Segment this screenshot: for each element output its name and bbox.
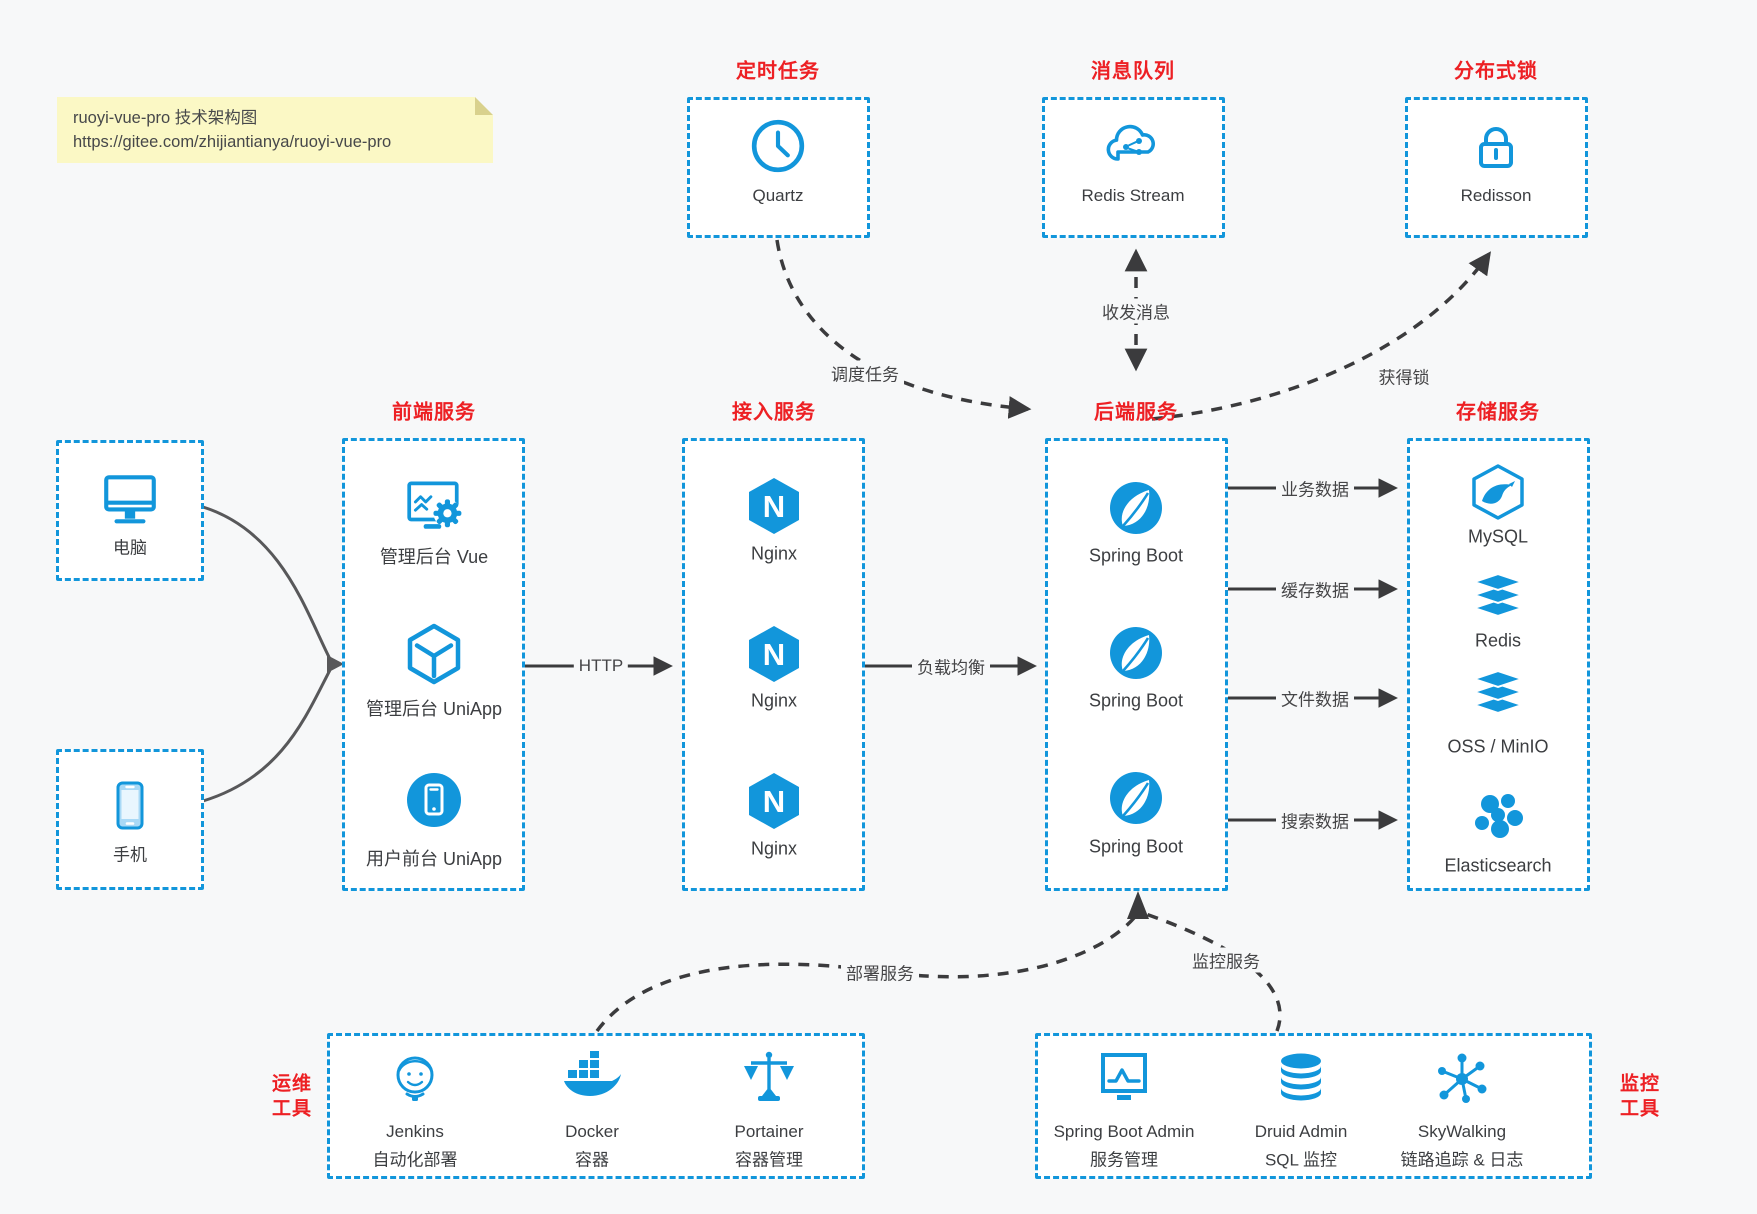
monitoring-item-3-desc: 链路追踪 & 日志 <box>1400 1150 1524 1170</box>
ops-item-2-desc: 容器 <box>575 1150 609 1170</box>
frontend-item-2-label: 管理后台 UniApp <box>365 699 503 719</box>
edge-label-mq: 收发消息 <box>1097 298 1175 324</box>
storage-item-2-label: Redis <box>1474 630 1522 651</box>
lock-icon <box>1479 127 1513 168</box>
admin-vue-icon <box>407 481 462 529</box>
storage-title: 存储服务 <box>1456 401 1540 424</box>
frontend-item-3-label: 用户前台 UniApp <box>365 849 503 869</box>
scheduler-title: 定时任务 <box>736 60 820 83</box>
sticky-note: ruoyi-vue-pro 技术架构图 https://gitee.com/zh… <box>57 97 493 163</box>
druid-admin-icon <box>1281 1053 1321 1101</box>
note-fold-corner <box>475 97 493 115</box>
edge-lock <box>1151 251 1491 421</box>
cloud-icon <box>1106 124 1155 161</box>
monitoring-title-line2: 工具 <box>1619 1098 1661 1120</box>
ops-item-3-name: Portainer <box>734 1122 804 1141</box>
mq-title: 消息队列 <box>1091 60 1175 83</box>
backend-item-1-label: Spring Boot <box>1088 545 1184 566</box>
edge-label-search-data: 搜索数据 <box>1276 807 1354 833</box>
gateway-item-2-label: Nginx <box>750 690 798 711</box>
mysql-icon <box>1472 464 1524 520</box>
mq-box <box>1042 97 1225 238</box>
edge-mobile-frontend <box>202 669 332 803</box>
monitoring-item-2-desc: SQL 监控 <box>1264 1150 1338 1170</box>
edge-label-load-balance: 负载均衡 <box>912 653 990 679</box>
spring-boot-icon <box>1110 627 1162 679</box>
clock-icon <box>751 119 805 173</box>
portainer-icon <box>744 1051 794 1101</box>
mq-item-label: Redis Stream <box>1081 186 1185 205</box>
ops-item-2-name: Docker <box>565 1122 619 1141</box>
monitoring-title-line1: 监控 <box>1619 1073 1661 1095</box>
docker-icon <box>564 1051 621 1096</box>
gateway-title: 接入服务 <box>732 401 816 424</box>
note-url: https://gitee.com/zhijiantianya/ruoyi-vu… <box>73 133 392 151</box>
lock-item-label: Redisson <box>1460 186 1532 205</box>
nginx-icon: N <box>749 478 799 534</box>
monitoring-item-3-name: SkyWalking <box>1417 1122 1507 1141</box>
nginx-icon: N <box>749 773 799 829</box>
edge-label-cache-data: 缓存数据 <box>1276 576 1354 602</box>
frontend-title: 前端服务 <box>392 401 476 424</box>
gateway-item-1-label: Nginx <box>750 543 798 564</box>
edge-label-lock: 获得锁 <box>1373 363 1435 389</box>
jenkins-icon <box>396 1056 434 1101</box>
nginx-icon: N <box>749 626 799 682</box>
monitoring-item-1-name: Spring Boot Admin <box>1053 1122 1195 1141</box>
spring-boot-admin-icon <box>1101 1053 1147 1100</box>
storage-item-3-label: OSS / MinIO <box>1447 736 1549 757</box>
spring-boot-icon <box>1110 482 1162 534</box>
pc-label: 电脑 <box>113 538 147 558</box>
storage-item-4-label: Elasticsearch <box>1444 855 1552 876</box>
edge-label-deploy: 部署服务 <box>841 959 919 985</box>
storage-item-1-label: MySQL <box>1467 526 1529 547</box>
elasticsearch-icon <box>1475 794 1523 838</box>
edge-label-http: HTTP <box>573 656 629 676</box>
edge-pc-frontend <box>202 505 332 660</box>
edge-label-file-data: 文件数据 <box>1276 685 1354 711</box>
note-title: ruoyi-vue-pro 技术架构图 <box>73 109 258 127</box>
ops-title-line2: 工具 <box>271 1098 313 1120</box>
monitoring-item-1-desc: 服务管理 <box>1090 1150 1158 1170</box>
deploy-arrowhead <box>1127 891 1149 919</box>
backend-item-3-label: Spring Boot <box>1088 836 1184 857</box>
ops-item-1-desc: 自动化部署 <box>372 1150 458 1170</box>
edge-label-schedule: 调度任务 <box>826 360 904 386</box>
backend-item-2-label: Spring Boot <box>1088 690 1184 711</box>
gateway-item-3-label: Nginx <box>750 838 798 859</box>
spring-boot-icon <box>1110 772 1162 824</box>
user-uniapp-icon <box>407 773 461 827</box>
svg-text:N: N <box>763 637 785 672</box>
skywalking-icon <box>1438 1053 1487 1103</box>
backend-title: 后端服务 <box>1094 401 1178 424</box>
svg-text:N: N <box>763 784 785 819</box>
ops-item-1-name: Jenkins <box>386 1122 444 1141</box>
ops-title-line1: 运维 <box>271 1073 313 1095</box>
lock-title: 分布式锁 <box>1454 60 1538 83</box>
mobile-label: 手机 <box>113 845 147 865</box>
desktop-icon <box>104 475 156 524</box>
redis-icon <box>1470 573 1526 618</box>
monitoring-item-2-name: Druid Admin <box>1254 1122 1348 1141</box>
oss-minio-icon <box>1470 670 1526 715</box>
phone-icon <box>116 781 144 830</box>
scheduler-item-label: Quartz <box>752 186 804 205</box>
svg-text:N: N <box>763 489 785 524</box>
ops-item-3-desc: 容器管理 <box>735 1150 803 1170</box>
frontend-item-1-label: 管理后台 Vue <box>379 547 489 567</box>
uniapp-box-icon <box>407 623 461 685</box>
edge-label-monitor: 监控服务 <box>1187 947 1265 973</box>
edge-label-business-data: 业务数据 <box>1276 475 1354 501</box>
